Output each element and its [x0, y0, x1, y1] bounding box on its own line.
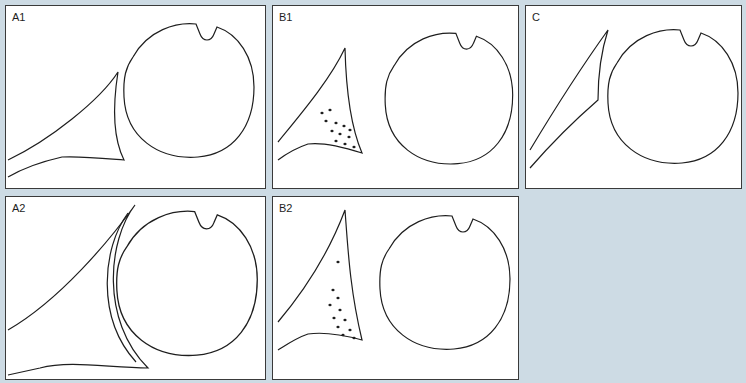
- panel-label: A1: [12, 11, 25, 24]
- figure-panel: C: [525, 5, 742, 189]
- panel-ground: [5, 196, 266, 380]
- figure-panel: A2: [5, 196, 266, 380]
- scapula: [278, 48, 362, 160]
- scapula: [8, 72, 124, 177]
- sclerosis-dots: [328, 261, 355, 339]
- humeral-head: [124, 24, 254, 158]
- humeral-head: [385, 33, 513, 164]
- panel-ground: [272, 5, 519, 189]
- figure-panel: B1: [272, 5, 519, 189]
- panel-label: A2: [12, 202, 25, 215]
- panel-ground: [272, 196, 519, 380]
- panel-ground: [525, 5, 742, 189]
- panel-label: B2: [279, 202, 292, 215]
- scapula: [278, 210, 362, 350]
- humeral-head: [608, 30, 738, 164]
- figure-panel: B2: [272, 196, 519, 380]
- panel-label: C: [532, 11, 540, 24]
- figure-panel: A1: [5, 5, 266, 189]
- panel-ground: [5, 5, 266, 189]
- humeral-head: [380, 216, 510, 350]
- humeral-head: [117, 211, 258, 355]
- sclerosis-dots: [320, 109, 355, 148]
- scapula: [530, 30, 608, 168]
- panel-label: B1: [279, 11, 292, 24]
